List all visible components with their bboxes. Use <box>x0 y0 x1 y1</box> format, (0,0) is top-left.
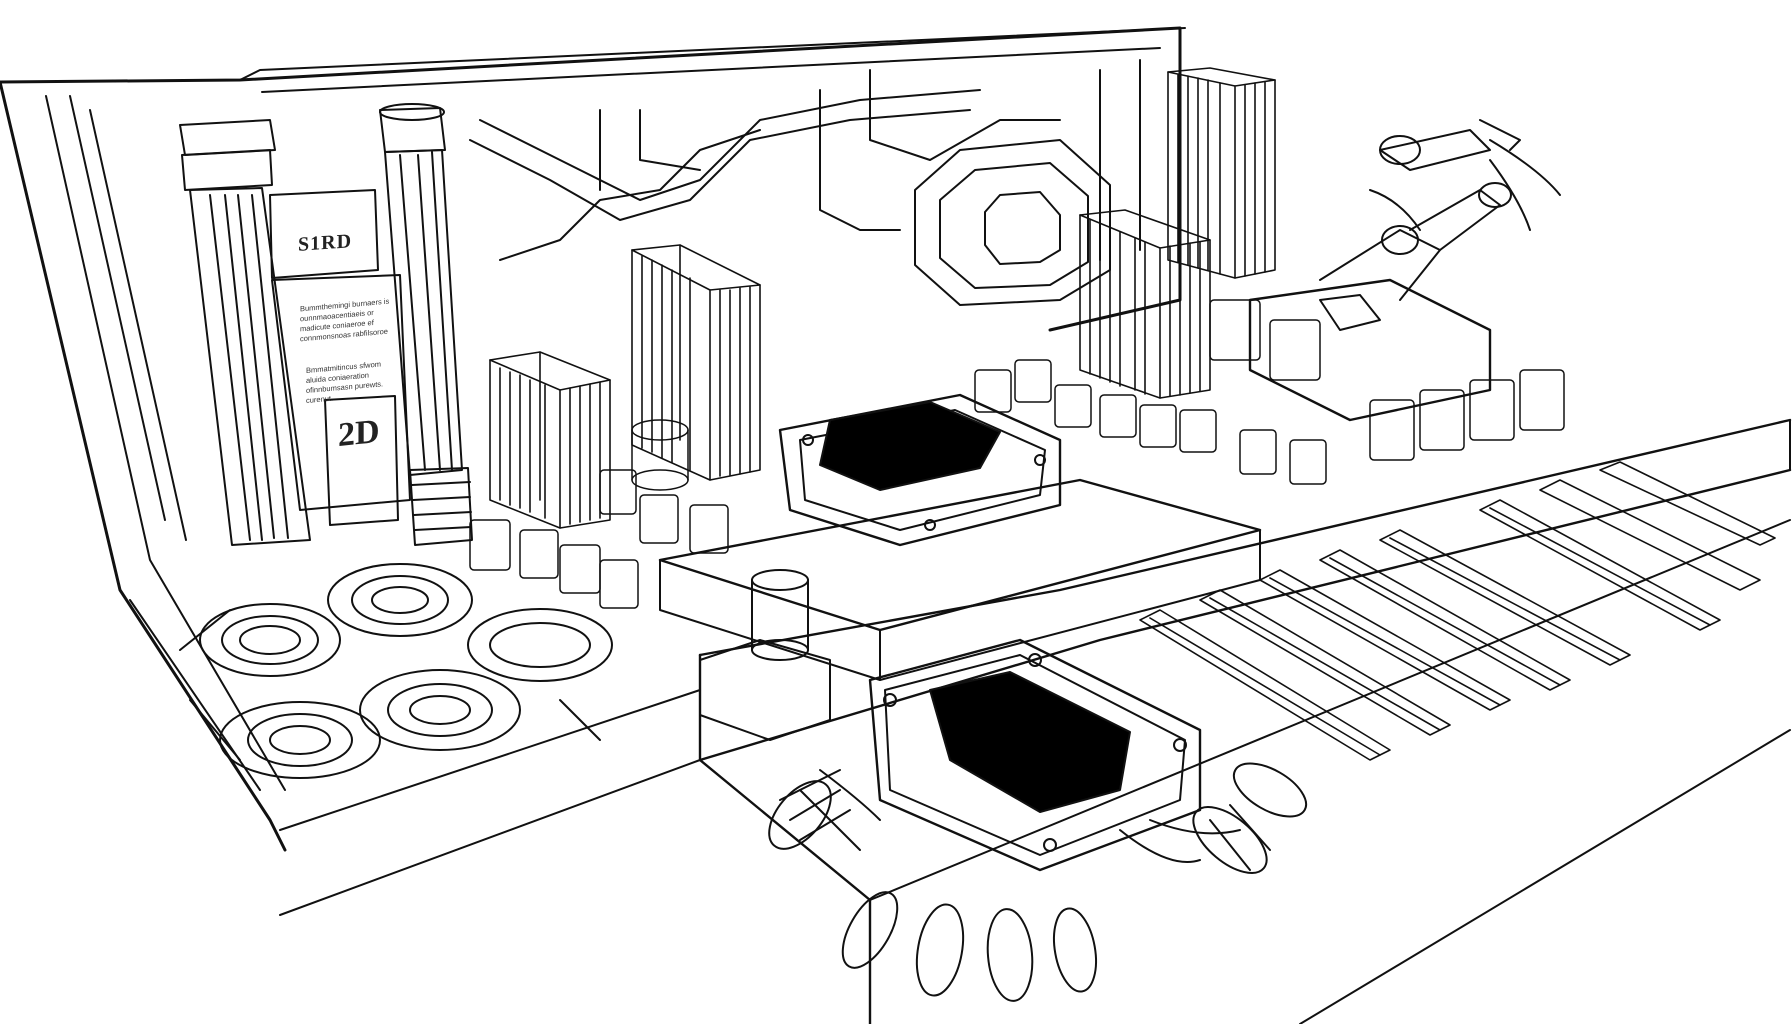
ground-line <box>280 760 700 915</box>
panel-emblem-2: 2D <box>338 412 380 455</box>
fan-icon <box>180 564 612 778</box>
ram-slot-icon <box>1140 462 1775 760</box>
capacitor-icon <box>470 300 1564 608</box>
capacitor-tower <box>700 570 830 740</box>
cylinder-column-icon <box>180 104 472 545</box>
chip-icon-lower <box>700 420 1790 1024</box>
octagon-plate <box>915 140 1110 305</box>
chip-icon <box>660 395 1260 680</box>
panel-emblem: S1RD <box>298 230 353 256</box>
panel-paragraph-2: Bmmatmitincus sfwom aluida coniaeration … <box>306 359 384 406</box>
cable-icon <box>757 753 1314 1003</box>
robot-arm-icon <box>1250 120 1560 420</box>
